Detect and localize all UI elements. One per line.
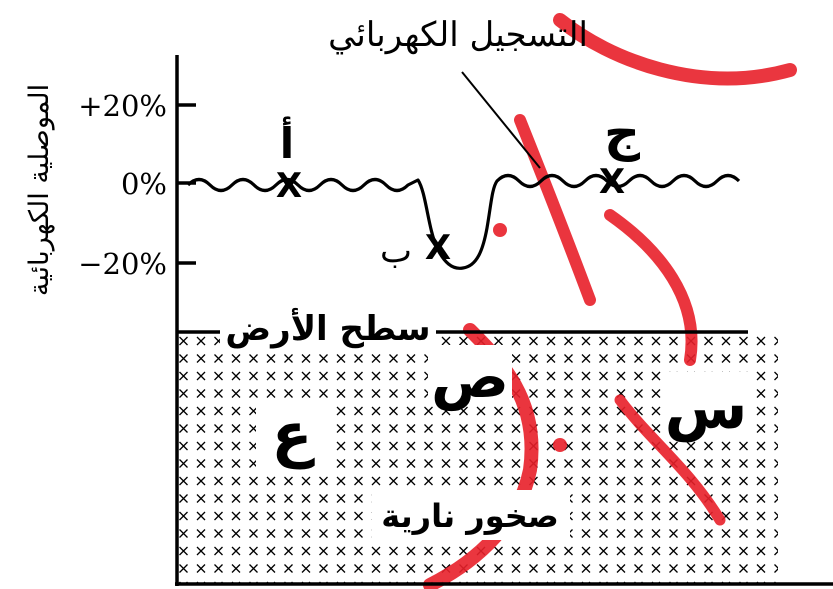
zone-sad: ص	[431, 343, 509, 411]
electrical-record-curve	[186, 173, 741, 270]
point-label-b: ب	[380, 231, 412, 271]
tick-label-zero: 0%	[121, 167, 167, 201]
zone-sin: س	[665, 373, 748, 443]
marker-a: X	[276, 166, 302, 206]
tick-label-minus20: −20%	[78, 247, 167, 281]
zone-sad-bg	[428, 345, 512, 405]
point-label-a: أ	[280, 116, 294, 168]
rock-label-bg	[372, 490, 570, 540]
tick-label-plus20: +20%	[78, 89, 167, 123]
ground-surface-label: سطح الأرض	[225, 307, 430, 349]
ground-surface-label-bg	[220, 302, 436, 352]
record-title: التسجيل الكهربائي	[328, 15, 588, 55]
point-label-j: ج	[604, 104, 640, 162]
record-leader-line	[461, 71, 541, 169]
zone-ain: ع	[272, 400, 316, 470]
marker-j: X	[599, 162, 625, 202]
y-axis-title: الموصلية الكهربائية	[24, 84, 55, 296]
rock-label: صخور نارية	[381, 497, 558, 535]
zone-ain-bg	[256, 398, 330, 468]
marker-b: X	[425, 228, 451, 268]
zone-sin-bg	[664, 372, 748, 436]
